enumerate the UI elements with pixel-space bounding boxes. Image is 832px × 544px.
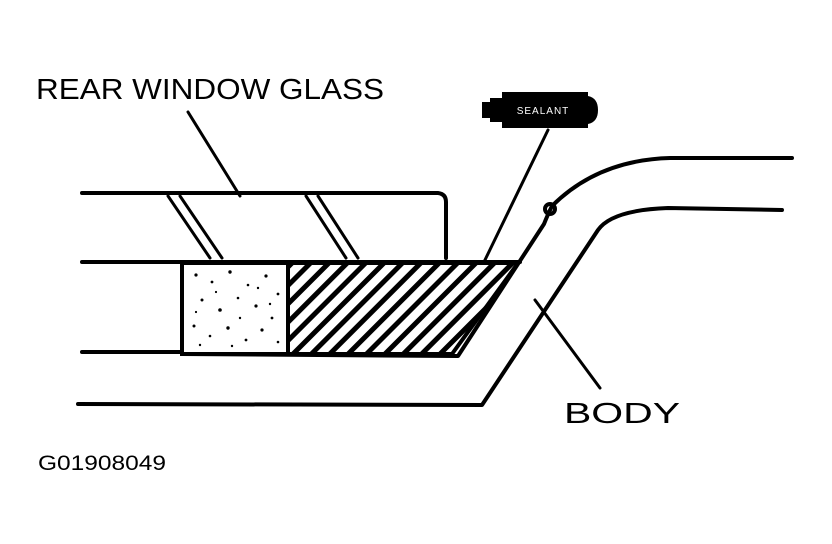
glass-label: REAR WINDOW GLASS <box>36 74 384 106</box>
leader-lines <box>186 110 602 390</box>
sealant-tube-label: SEALANT <box>517 106 570 117</box>
body-leader-line <box>533 298 602 390</box>
sealant-leader-line <box>482 128 550 264</box>
sealant-tube-icon: SEALANT <box>482 92 598 128</box>
spacer-dam <box>180 261 290 356</box>
figure-code: G01908049 <box>38 452 166 475</box>
sealant-bead <box>286 261 520 356</box>
vehicle-body-panel <box>76 156 794 407</box>
rear-window-glass <box>80 191 522 264</box>
body-label: BODY <box>564 398 680 430</box>
glass-leader-line <box>186 110 242 198</box>
